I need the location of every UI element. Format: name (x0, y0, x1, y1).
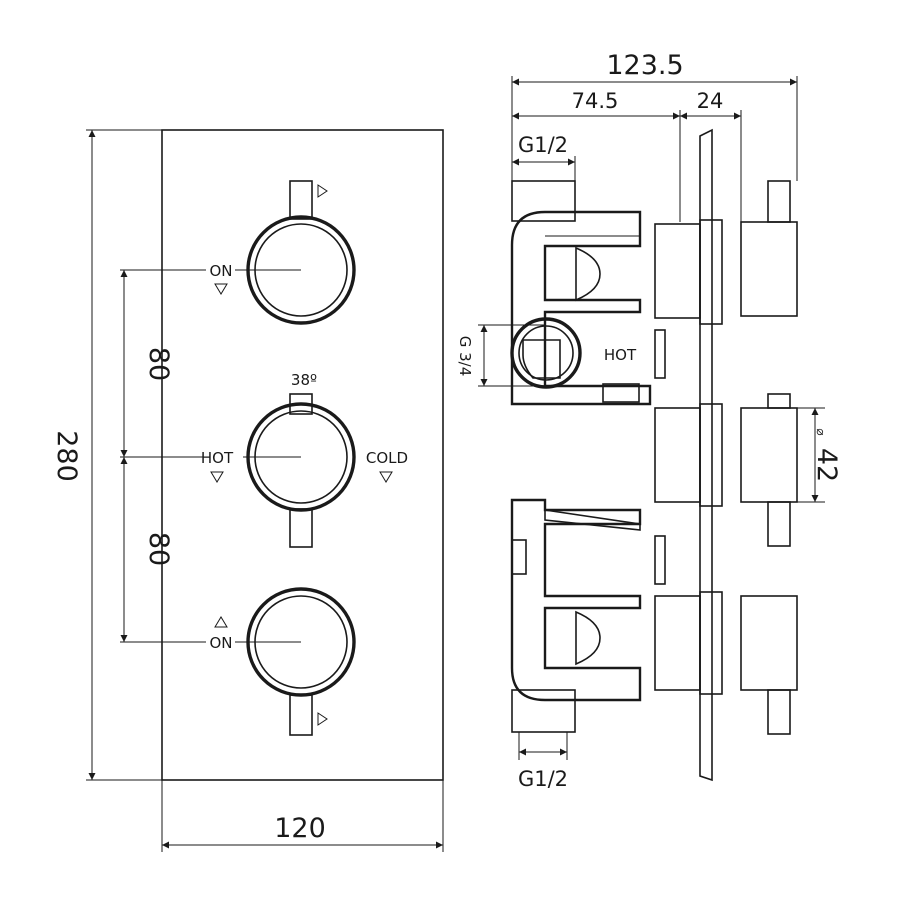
dim-120: 120 (274, 813, 326, 844)
cover-plate (699, 128, 713, 782)
down-triangle-icon (214, 283, 228, 295)
front-view: ON 38º HOT COLD ON 80 80 280 120 (51, 129, 444, 852)
down-triangle-icon (210, 471, 224, 483)
hot-inlet-fitting (510, 317, 582, 389)
top-handle-sleeve (740, 221, 798, 317)
down-triangle-icon (379, 471, 393, 483)
bottom-valve-handle (235, 587, 356, 736)
top-valve-handle (235, 180, 356, 325)
dim-g3-4: G 3/4 (456, 336, 474, 377)
rotation-arrow-icon (317, 712, 328, 726)
middle-handle-sleeve (740, 407, 798, 503)
dim-74-5: 74.5 (572, 89, 619, 113)
dim-42: 42 (811, 448, 842, 482)
dim-123-5: 123.5 (606, 50, 683, 81)
up-triangle-icon (214, 616, 228, 628)
dim-80-lower: 80 (143, 532, 174, 566)
side-view: HOT 123.5 74.5 2 (456, 50, 842, 791)
dim-280: 280 (51, 430, 82, 482)
middle-cartridge (654, 407, 701, 503)
hot-label: HOT (201, 449, 234, 467)
middle-valve-handle (243, 393, 356, 548)
front-plate (161, 129, 444, 781)
cold-label: COLD (366, 449, 408, 467)
dim-24: 24 (697, 89, 724, 113)
upper-body-bracket (510, 210, 652, 406)
dim-80-upper: 80 (143, 347, 174, 381)
temp-limit-label: 38º (291, 371, 317, 389)
diameter-icon: ⌀ (814, 428, 828, 435)
lower-body-bracket (510, 498, 642, 702)
bottom-on-label: ON (209, 634, 232, 652)
dim-g1-2-top: G1/2 (518, 133, 568, 157)
top-inlet-pipe (511, 180, 576, 222)
dim-g1-2-bottom: G1/2 (518, 767, 568, 791)
bottom-handle-sleeve (740, 595, 798, 691)
rotation-arrow-icon (317, 184, 328, 198)
top-cartridge (654, 223, 701, 319)
bottom-inlet-pipe (511, 689, 576, 733)
side-hot-label: HOT (604, 346, 637, 364)
bottom-cartridge (654, 595, 701, 691)
top-on-label: ON (209, 262, 232, 280)
